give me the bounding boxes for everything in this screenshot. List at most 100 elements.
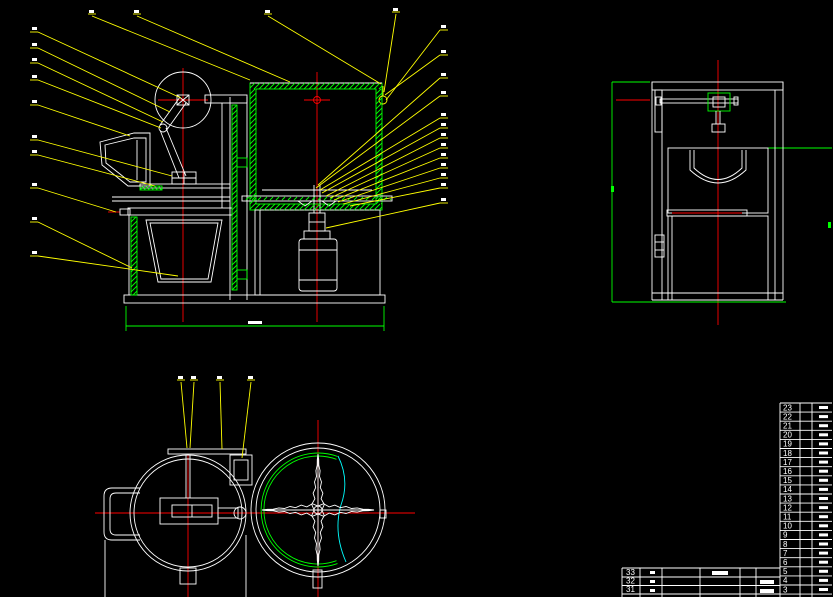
hatch-line (231, 114, 238, 121)
side-panel (654, 89, 663, 133)
hatch-line (375, 162, 383, 170)
leader-line (189, 381, 195, 449)
hatch-line (273, 203, 281, 211)
leader-line (319, 117, 441, 191)
hatch-line (389, 198, 392, 201)
hatch-line (258, 203, 266, 211)
hatch-line (231, 214, 238, 221)
parts-number: 23 (783, 403, 792, 412)
leader-line (37, 187, 117, 213)
hatch-line (313, 82, 321, 90)
parts-name (819, 551, 828, 555)
side-shaft-collar (733, 96, 739, 106)
hatch-line (375, 97, 383, 105)
callout-label (191, 376, 196, 379)
hatch-line (375, 102, 383, 110)
hatch-line (308, 203, 316, 211)
wheel-hub (176, 94, 190, 106)
parts-number: 21 (783, 422, 792, 431)
hatch-line (317, 196, 322, 201)
parts-name (819, 442, 828, 446)
hatch-line (343, 203, 351, 211)
parts-name (819, 424, 828, 428)
hatch-line (231, 179, 238, 186)
hatch-line (371, 196, 376, 201)
hatch-line (249, 107, 257, 115)
hatch-line (231, 284, 238, 291)
right-cabinet (254, 209, 381, 296)
callout-label (441, 91, 446, 94)
parts-name (819, 578, 828, 582)
hatch-line (299, 196, 304, 201)
crank-link-upper (165, 102, 187, 132)
leader-line (241, 381, 252, 459)
hatch-line (375, 142, 383, 150)
side-dimension-right-text (828, 222, 831, 228)
hatch-line (245, 196, 250, 201)
top-drive-motor (229, 454, 253, 486)
hatch-line (375, 92, 383, 100)
grinder-housing-inner (133, 458, 243, 568)
top-view (95, 420, 415, 597)
callout-label (32, 251, 37, 254)
parts-number: 13 (783, 494, 792, 503)
hatch-line (130, 216, 137, 223)
hatch-line (231, 209, 238, 216)
side-bowl (689, 150, 747, 184)
hatch-line (263, 203, 271, 211)
title-block-mark (760, 580, 774, 584)
parts-name (819, 451, 828, 455)
callout-label (441, 163, 446, 166)
hatch-line (231, 204, 238, 211)
hatch-line (139, 185, 145, 191)
parts-name (819, 542, 828, 546)
leader-line (37, 255, 179, 277)
mixing-container-inner (255, 88, 377, 205)
mixing-drum-lining (260, 452, 338, 568)
hatch-line (363, 82, 371, 90)
callout-label (32, 217, 37, 220)
hatch-line (130, 235, 138, 243)
wheel-hub-cross (176, 94, 190, 106)
hatch-line (303, 203, 311, 211)
side-top-plate (651, 81, 784, 91)
hatch-line (375, 187, 383, 195)
hatch-line (323, 203, 331, 211)
blade-bar (241, 195, 393, 202)
parts-name (819, 487, 828, 491)
hatch-line (375, 107, 383, 115)
hatch-line (251, 196, 256, 201)
top-discharge (179, 567, 197, 585)
leader-line (315, 95, 441, 189)
leader-line (37, 221, 133, 269)
parts-number: 12 (783, 503, 792, 512)
motor-body (298, 238, 338, 292)
leader-line (384, 54, 441, 96)
parts-number: 10 (783, 522, 792, 531)
hatch-line (130, 225, 138, 233)
callout-label (441, 198, 446, 201)
hatch-line (375, 122, 383, 130)
hatch-line (353, 196, 358, 201)
hatch-line (293, 196, 298, 201)
hatch-line (269, 196, 274, 201)
parts-name (819, 460, 828, 464)
hatch-line (231, 129, 238, 136)
left-cabinet-wall (130, 216, 138, 296)
hatch-line (268, 82, 276, 90)
hatch-line (231, 279, 238, 286)
hatch-line (231, 249, 238, 256)
leader-line (37, 154, 156, 187)
parts-number: 8 (783, 540, 788, 549)
leader-lines (30, 8, 448, 459)
hatch-line (249, 127, 257, 135)
hatch-line (231, 119, 238, 126)
hatch-line (318, 203, 326, 211)
hatch-line (375, 88, 382, 95)
parts-number: 16 (783, 467, 792, 476)
callout-label (441, 25, 446, 28)
hatch-line (375, 182, 383, 190)
hatch-line (130, 230, 138, 238)
hatch-line (288, 82, 296, 90)
